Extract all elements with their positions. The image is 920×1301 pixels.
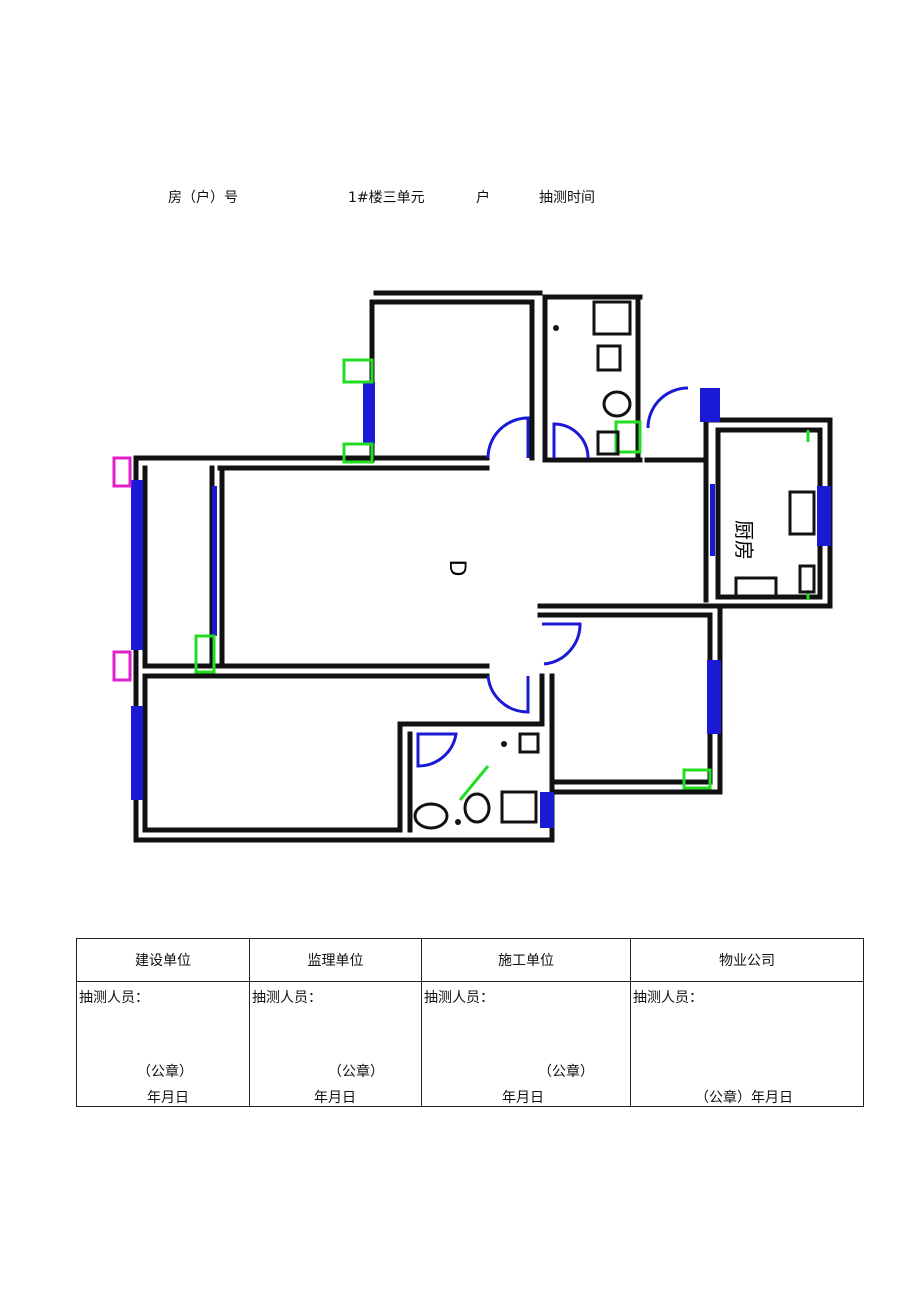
date-label: 年月日 bbox=[314, 1090, 356, 1106]
green-markers bbox=[194, 358, 810, 801]
kitchen-label: 厨房 bbox=[732, 520, 756, 560]
fixture-dots bbox=[455, 325, 559, 825]
signature-cell-contractor: 抽测人员： （公章） 年月日 bbox=[421, 981, 631, 1107]
date-label: 年月日 bbox=[147, 1090, 189, 1106]
seal-label: （公章） bbox=[137, 1064, 193, 1080]
living-room-mark: D bbox=[444, 560, 469, 577]
unit-cell-contractor: 施工单位 bbox=[421, 938, 631, 982]
inspector-label: 抽测人员： bbox=[633, 990, 703, 1006]
signature-cell-property: 抽测人员： （公章）年月日 bbox=[630, 981, 864, 1107]
signature-cell-supervision: 抽测人员： （公章） 年月日 bbox=[249, 981, 422, 1107]
magenta-markers bbox=[112, 456, 132, 682]
windows bbox=[131, 382, 831, 828]
date-label: 年月日 bbox=[502, 1090, 544, 1106]
inspection-time-label: 抽测时间 bbox=[539, 190, 595, 206]
seal-date-label: （公章）年月日 bbox=[695, 1090, 793, 1106]
walls bbox=[133, 290, 833, 843]
seal-label: （公章） bbox=[538, 1064, 594, 1080]
room-number-label: 房（户）号 bbox=[168, 190, 238, 206]
floor-plan: D 厨房 bbox=[112, 290, 833, 843]
signature-cell-construction: 抽测人员： （公章） 年月日 bbox=[76, 981, 250, 1107]
building-unit-text: 1#楼三单元 bbox=[348, 190, 425, 206]
unit-cell-property: 物业公司 bbox=[630, 938, 864, 982]
household-label: 户 bbox=[476, 190, 490, 206]
door-swings bbox=[416, 386, 689, 768]
inspector-label: 抽测人员： bbox=[79, 990, 149, 1006]
inspector-label: 抽测人员： bbox=[252, 990, 322, 1006]
unit-cell-supervision: 监理单位 bbox=[249, 938, 422, 982]
inspector-label: 抽测人员： bbox=[424, 990, 494, 1006]
fixtures bbox=[413, 300, 816, 830]
seal-label: （公章） bbox=[328, 1064, 384, 1080]
signature-table: 建设单位 监理单位 施工单位 物业公司 抽测人员： （公章） 年月日 抽测人员：… bbox=[76, 938, 864, 1107]
unit-cell-construction: 建设单位 bbox=[76, 938, 250, 982]
